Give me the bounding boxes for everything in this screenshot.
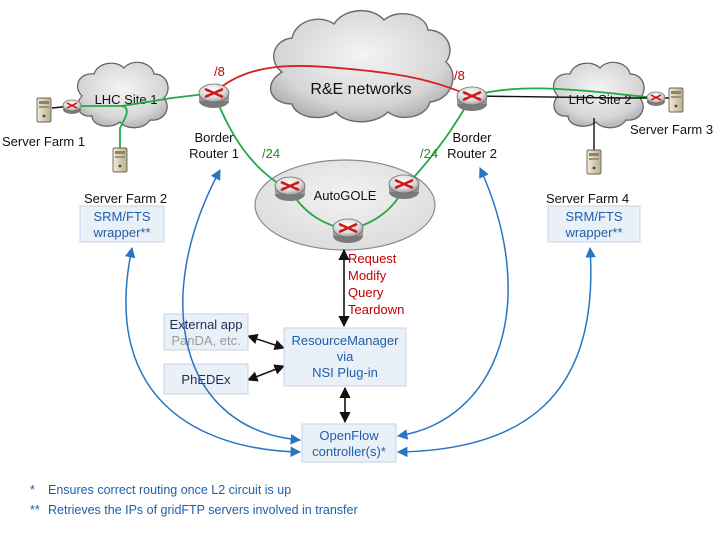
srm-fts-wrapper-left: SRM/FTS wrapper**: [79, 205, 165, 243]
border-router-1-icon: [197, 82, 231, 110]
right-red-prefix: /8: [454, 68, 465, 83]
rm-line1: ResourceManager: [292, 333, 400, 348]
srm-left-line1: SRM/FTS: [93, 209, 150, 224]
left-green-prefix: /24: [262, 146, 280, 161]
server-farm-3-label: Server Farm 3: [630, 122, 713, 137]
border-router-1-label-line1: Border: [194, 130, 234, 145]
server-farm-1-label: Server Farm 1: [2, 134, 85, 149]
server-farm-4-label: Server Farm 4: [546, 191, 629, 206]
border-router-2-label-line2: Router 2: [447, 146, 497, 161]
red-prefix-link: [213, 65, 473, 97]
autogole-label: AutoGOLE: [314, 188, 377, 203]
openflow-controller-box: OpenFlow controller(s)*: [301, 423, 397, 463]
srm-right-line1: SRM/FTS: [565, 209, 622, 224]
op-query: Query: [348, 285, 384, 300]
blue-arrow-srm-right-openflow: [396, 246, 596, 458]
srm-right-line2: wrapper**: [564, 225, 622, 240]
right-green-prefix: /24: [420, 146, 438, 161]
arrow-external-app-rm: [247, 334, 285, 350]
external-app-box: External app PanDA, etc.: [163, 313, 249, 351]
server-farm-2-icon: [112, 147, 128, 173]
blue-arrow-srm-left-openflow: [124, 246, 302, 458]
rm-line3: NSI Plug-in: [312, 365, 378, 380]
autogole-router-right-icon: [387, 173, 421, 201]
lhc-site1-cloud: [77, 61, 169, 129]
srm-left-line2: wrapper**: [92, 225, 150, 240]
openflow-line1: OpenFlow: [319, 428, 379, 443]
site1-switch-icon: [62, 99, 82, 115]
green-link-br2-site2: [471, 87, 657, 99]
server-farm-2-label: Server Farm 2: [84, 191, 167, 206]
server-farm-3-icon: [668, 87, 684, 113]
openflow-line2: controller(s)*: [312, 444, 386, 459]
external-app-sub-label: PanDA, etc.: [171, 333, 240, 348]
left-red-prefix: /8: [214, 64, 225, 79]
server-farm-1-icon: [36, 97, 52, 123]
re-networks-label: R&E networks: [310, 81, 411, 98]
autogole-router-left-icon: [273, 175, 307, 203]
border-router-1-label-line2: Router 1: [189, 146, 239, 161]
external-app-label: External app: [170, 317, 243, 332]
site2-switch-icon: [646, 91, 666, 107]
footnote-1-text: Ensures correct routing once L2 circuit …: [48, 483, 291, 497]
op-modify: Modify: [348, 268, 387, 283]
footnote-2-text: Retrieves the IPs of gridFTP servers inv…: [48, 503, 358, 517]
phedex-label: PhEDEx: [181, 372, 231, 387]
footnote-2-mark: **: [30, 503, 40, 517]
op-request: Request: [348, 251, 397, 266]
autogole-router-bottom-icon: [331, 217, 365, 245]
footnote-1-mark: *: [30, 483, 35, 497]
server-farm-4-icon: [586, 149, 602, 175]
resource-manager-box: ResourceManager via NSI Plug-in: [283, 327, 407, 387]
re-networks-cloud: [269, 9, 454, 123]
srm-fts-wrapper-right: SRM/FTS wrapper**: [547, 205, 641, 243]
lhc-site2-label: LHC Site 2: [569, 92, 632, 107]
border-router-2-icon: [455, 85, 489, 113]
border-router-2-label-line1: Border: [452, 130, 492, 145]
rm-line2: via: [337, 349, 354, 364]
op-teardown: Teardown: [348, 302, 404, 317]
arrow-phedex-rm: [247, 364, 285, 382]
